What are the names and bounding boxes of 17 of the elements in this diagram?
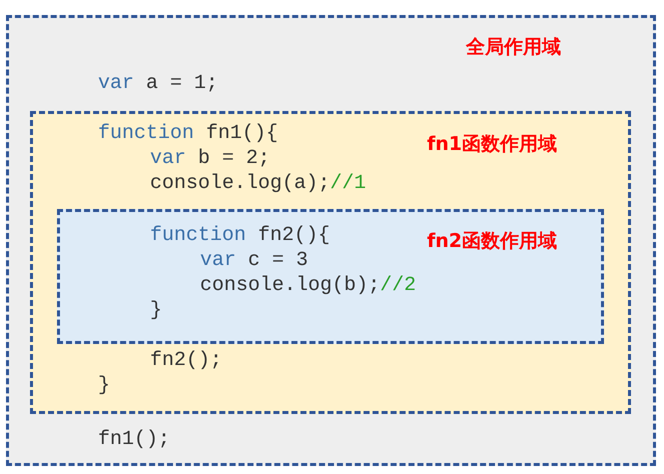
scope-title: fn1函数作用域 xyxy=(427,132,558,157)
code-line: var c = 3 xyxy=(200,249,308,272)
scope-box xyxy=(57,209,604,344)
code-line: var a = 1; xyxy=(98,72,218,95)
code-line: function fn1(){ xyxy=(98,122,278,145)
code-line: } xyxy=(150,299,162,322)
scope-box xyxy=(6,15,656,466)
code-line: fn2(); xyxy=(150,349,222,372)
code-line: var b = 2; xyxy=(150,147,270,170)
scope-title: 全局作用域 xyxy=(466,35,561,60)
code-line: fn1(); xyxy=(98,428,170,451)
scope-box xyxy=(30,111,631,414)
code-line: console.log(a);//1 xyxy=(150,172,366,195)
scope-title: fn2函数作用域 xyxy=(427,229,558,254)
code-line: } xyxy=(98,374,110,397)
code-line: console.log(b);//2 xyxy=(200,274,416,297)
code-line: function fn2(){ xyxy=(150,224,330,247)
